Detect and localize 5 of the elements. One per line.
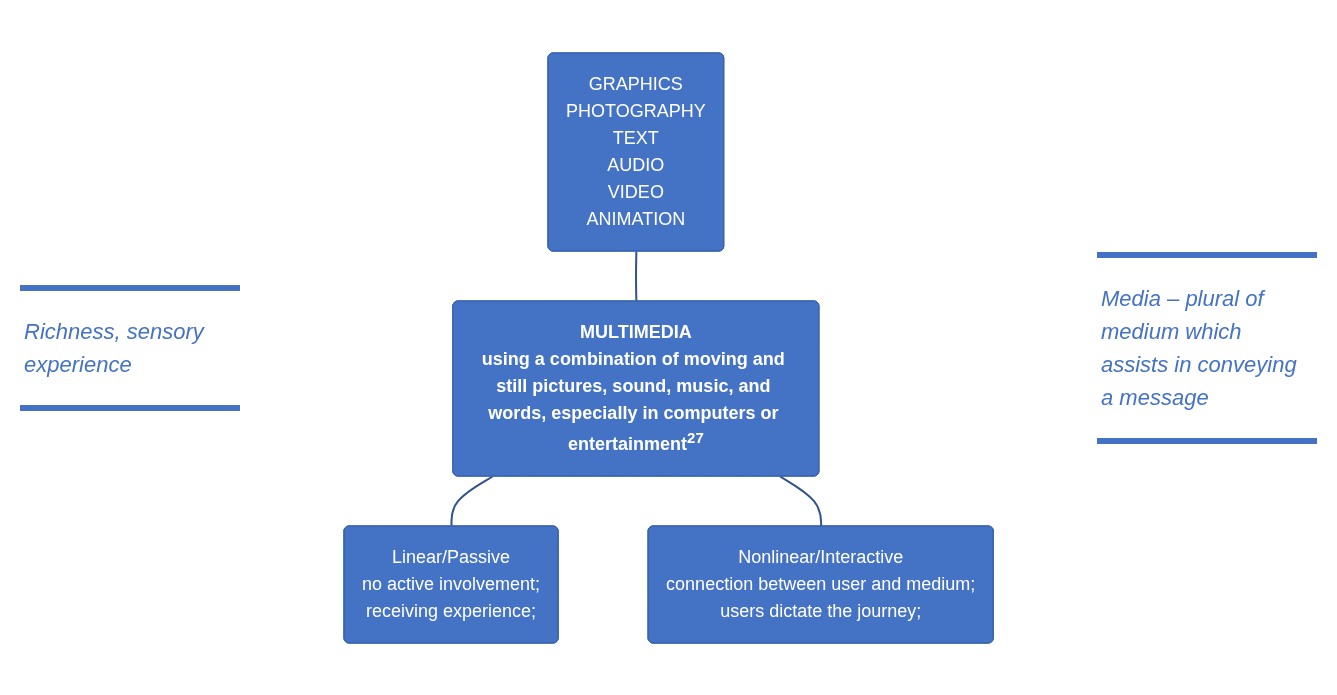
note-text: Richness, sensory experience	[20, 284, 240, 411]
connector	[778, 475, 823, 527]
connector	[634, 250, 638, 302]
connector	[450, 475, 494, 527]
note-text: Media – plural of medium which assists in conveying a message	[1097, 251, 1317, 444]
